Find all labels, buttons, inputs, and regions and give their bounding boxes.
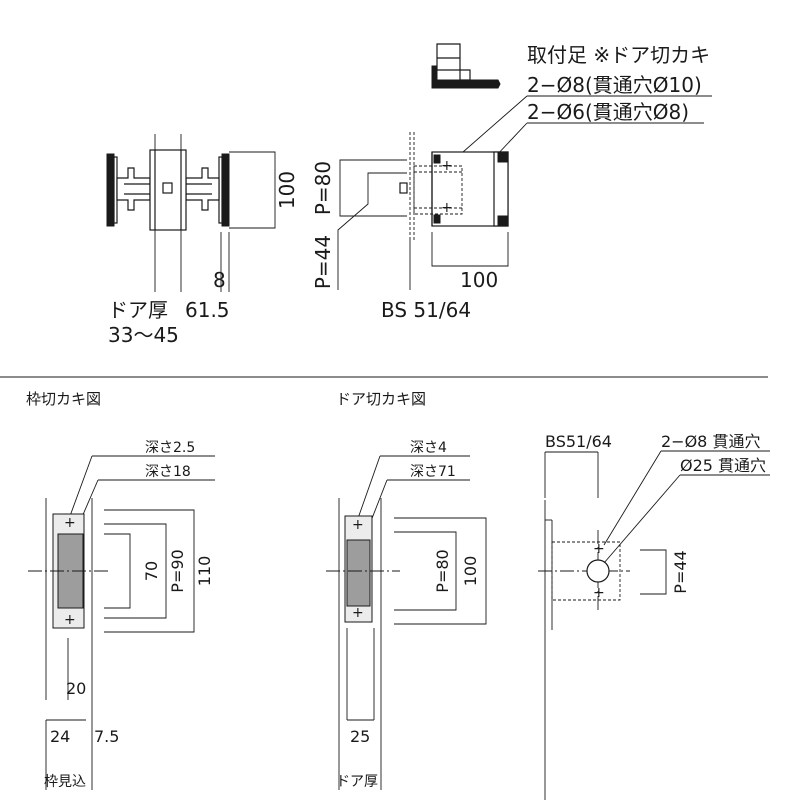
- side-p80-label: P=80: [311, 161, 335, 215]
- frame-dim-7-5: 7.5: [94, 727, 119, 746]
- side-dim-100: 100: [460, 268, 498, 292]
- svg-text:+: +: [64, 612, 76, 628]
- mount-foot-icon: [431, 43, 501, 89]
- side-view: + +: [337, 132, 509, 290]
- door-depth1-label: 深さ4: [410, 440, 447, 456]
- bore-bs-label: BS51/64: [545, 432, 612, 451]
- bore-p44-label: P=44: [671, 550, 690, 593]
- frame-cutout-title: 枠切カキ図: [26, 390, 101, 408]
- bore-hole1-label: 2−Ø8 貫通穴: [661, 432, 760, 451]
- mount-title: 取付足 ※ドア切カキ: [527, 43, 710, 67]
- frame-dim-p90: P=90: [168, 549, 187, 592]
- door-thickness-range: 33〜45: [108, 323, 179, 347]
- bore-hole2-label: Ø25 貫通穴: [680, 456, 766, 475]
- door-dim-25: 25: [350, 727, 370, 746]
- frame-dim-70: 70: [142, 561, 161, 581]
- frame-depth2-label: 深さ18: [145, 464, 191, 480]
- front-dim-8: 8: [213, 268, 226, 292]
- frame-dim-110: 110: [195, 556, 214, 587]
- bore-detail: + +: [538, 500, 667, 800]
- door-depth2-label: 深さ71: [410, 464, 456, 480]
- frame-depth1-label: 深さ2.5: [145, 440, 195, 456]
- door-cutout-title: ドア切カキ図: [336, 390, 426, 408]
- front-height-label: 100: [275, 171, 299, 209]
- frame-dim-24: 24: [50, 727, 70, 746]
- svg-text:+: +: [441, 158, 453, 174]
- door-thickness-label: ドア厚: [108, 298, 168, 322]
- svg-text:+: +: [441, 200, 453, 216]
- side-p44-label: P=44: [311, 235, 335, 289]
- door-bottom-label: ドア厚: [336, 774, 378, 790]
- svg-text:+: +: [64, 515, 76, 531]
- svg-text:+: +: [352, 605, 364, 621]
- side-bs-label: BS 51/64: [381, 298, 471, 322]
- door-cutout: + +: [326, 498, 487, 790]
- frame-dim-20: 20: [66, 679, 86, 698]
- svg-text:+: +: [593, 585, 605, 601]
- door-dim-p80: P=80: [433, 549, 452, 592]
- svg-text:+: +: [593, 541, 605, 557]
- frame-cutout: + +: [28, 498, 195, 790]
- frame-bottom-label: 枠見込: [44, 774, 86, 790]
- front-dim-61-5: 61.5: [185, 298, 230, 322]
- door-dim-100: 100: [461, 556, 480, 587]
- hole-small-label: 2−Ø6(貫通穴Ø8): [527, 100, 689, 124]
- hole-large-label: 2−Ø8(貫通穴Ø10): [527, 73, 702, 97]
- front-view: [106, 134, 276, 292]
- svg-text:+: +: [352, 517, 364, 533]
